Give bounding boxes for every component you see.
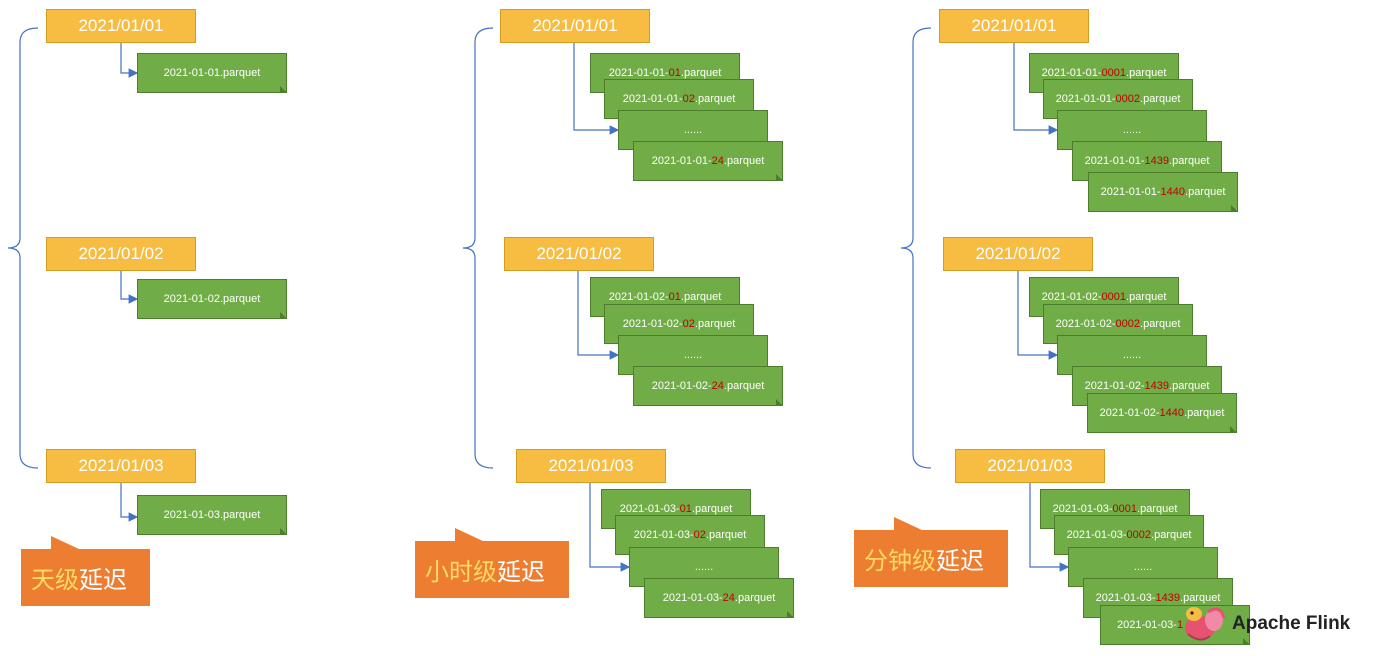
- date-folder-c1-g2: 2021/01/02: [46, 237, 196, 271]
- date-folder-c2-g1: 2021/01/01: [500, 9, 650, 43]
- flink-brand-text: Apache Flink: [1232, 613, 1351, 634]
- parquet-file-c3-g1-f5: 2021-01-01-1440.parquet: [1088, 172, 1238, 212]
- parquet-file-c3-g2-f5: 2021-01-02-1440.parquet: [1087, 393, 1237, 433]
- date-folder-c2-g2: 2021/01/02: [504, 237, 654, 271]
- parquet-file-c3-g2-f1: 2021-01-02-0001.parquet: [1029, 277, 1179, 317]
- parquet-file-c3-g2-f3: ......: [1057, 335, 1207, 375]
- connector-arrow-9: [1029, 483, 1070, 572]
- connector-arrow-5: [577, 271, 620, 360]
- date-folder-c3-g2: 2021/01/02: [943, 237, 1093, 271]
- connector-arrow-1: [120, 43, 139, 78]
- flink-squirrel-icon: [1185, 607, 1226, 641]
- date-folder-c1-g1: 2021/01/01: [46, 9, 196, 43]
- connector-arrow-6: [589, 483, 631, 572]
- brace-2: [462, 27, 494, 469]
- apache-flink-brand: Apache Flink: [1180, 604, 1370, 644]
- connector-arrow-4: [573, 43, 620, 135]
- parquet-file-c2-g3-f4: 2021-01-03-24.parquet: [644, 578, 794, 618]
- parquet-file-c1-g1-f1: 2021-01-01.parquet: [137, 53, 287, 93]
- brace-1: [7, 27, 39, 469]
- parquet-file-c1-g2-f1: 2021-01-02.parquet: [137, 279, 287, 319]
- date-folder-c2-g3: 2021/01/03: [516, 449, 666, 483]
- parquet-file-c1-g3-f1: 2021-01-03.parquet: [137, 495, 287, 535]
- parquet-file-c2-g1-f4: 2021-01-01-24.parquet: [633, 141, 783, 181]
- parquet-file-c2-g2-f4: 2021-01-02-24.parquet: [633, 366, 783, 406]
- brace-3: [900, 27, 932, 469]
- connector-arrow-7: [1013, 43, 1059, 135]
- connector-arrow-3: [120, 483, 139, 522]
- parquet-file-c3-g3-f5: 2021-01-03-1: [1100, 605, 1250, 645]
- date-folder-c3-g3: 2021/01/03: [955, 449, 1105, 483]
- date-folder-c1-g3: 2021/01/03: [46, 449, 196, 483]
- connector-arrow-8: [1017, 271, 1059, 360]
- connector-arrow-2: [120, 271, 139, 304]
- date-folder-c3-g1: 2021/01/01: [939, 9, 1089, 43]
